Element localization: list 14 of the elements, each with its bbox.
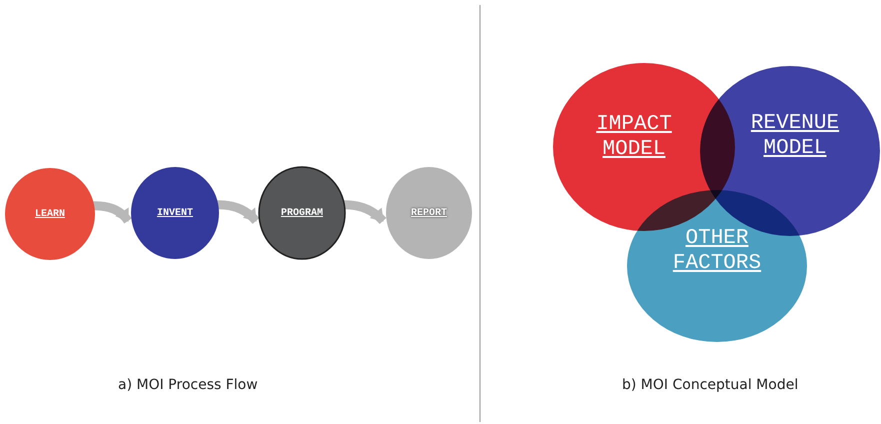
caption: a) MOI Process Flow: [118, 377, 258, 393]
caption: b) MOI Conceptual Model: [622, 377, 798, 393]
process-circle: [259, 167, 345, 259]
node-label: REPORT: [410, 208, 447, 218]
node-label: REVENUE MODEL: [750, 110, 840, 162]
process-circle: [5, 168, 95, 260]
venn-ellipse: [627, 190, 807, 342]
node-label: PROGRAM: [280, 208, 323, 218]
node-label: OTHER FACTORS: [672, 226, 762, 276]
node-label: LEARN: [34, 208, 65, 220]
node-label: INVENT: [156, 208, 193, 218]
process-circle: [131, 167, 219, 259]
node-label: IMPACT MODEL: [595, 112, 673, 162]
process-circle: [386, 167, 472, 259]
